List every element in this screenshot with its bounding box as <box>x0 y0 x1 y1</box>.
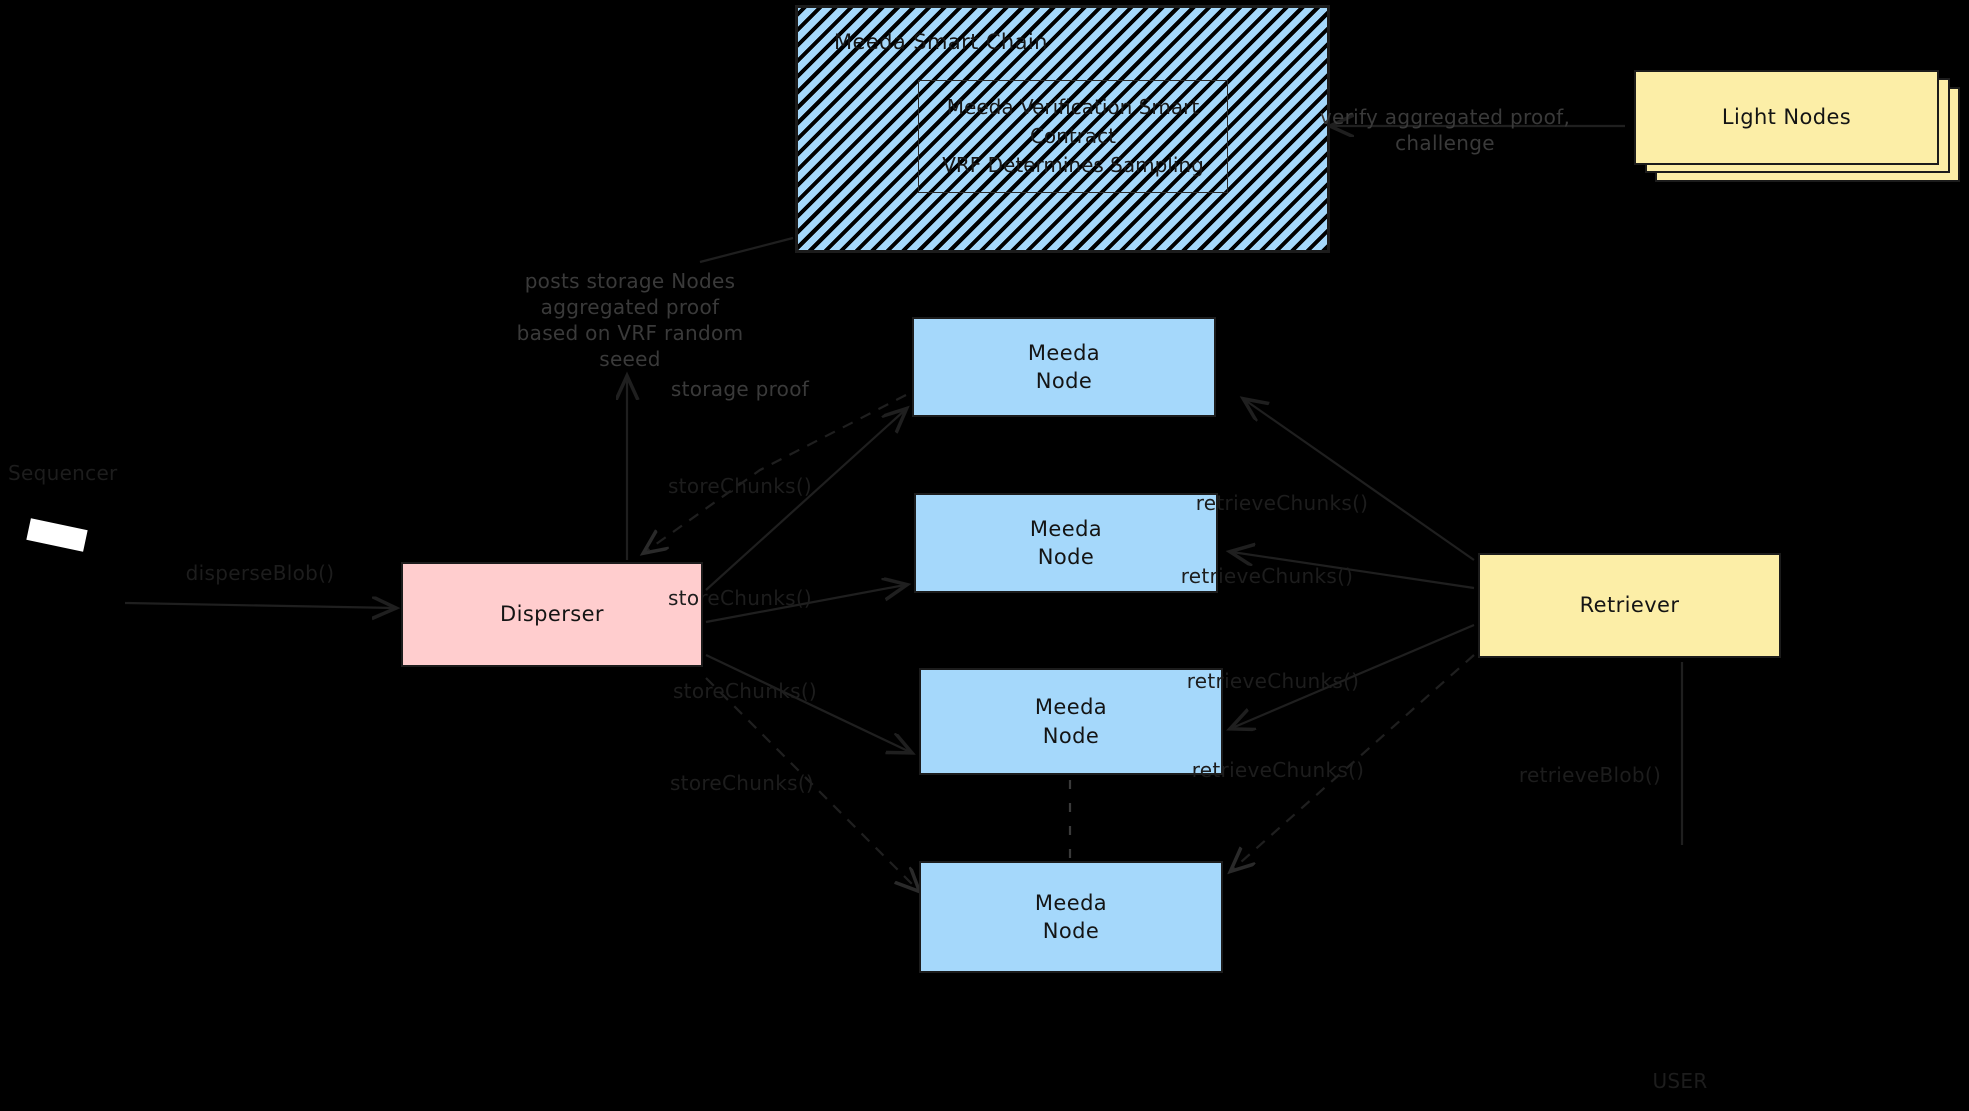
edge-store-chunks-4 <box>705 677 918 890</box>
edge-label-retrieve-chunks-3: retrieveChunks() <box>1186 669 1360 693</box>
meeda-smart-chain-box[interactable]: Meeda Smart Chain Meeda Verification Sma… <box>795 5 1330 253</box>
user-label: USER <box>1652 1069 1708 1093</box>
meeda-node-4[interactable]: Meeda Node <box>919 861 1223 973</box>
edge-chain-tail <box>699 236 794 264</box>
edge-disperse-blob <box>124 603 394 608</box>
meeda-node-3[interactable]: Meeda Node <box>919 668 1223 775</box>
meeda-node-3-label: Meeda Node <box>1034 695 1108 748</box>
contract-line-1: Meeda Verification Smart <box>946 95 1200 119</box>
edge-retrieve-chunks-4 <box>1232 654 1475 870</box>
meeda-node-1[interactable]: Meeda Node <box>912 317 1216 417</box>
edge-label-retrieve-chunks-2: retrieveChunks() <box>1180 564 1354 588</box>
edge-label-posts-proof: posts storage Nodes aggregated proof bas… <box>516 269 744 371</box>
edge-label-store-chunks-3: storeChunks() <box>672 679 818 703</box>
meeda-verification-contract-box[interactable]: Meeda Verification Smart Contract VRF De… <box>918 80 1228 193</box>
contract-line-2: Contract <box>1029 124 1117 148</box>
edge-store-chunks-1 <box>705 410 905 591</box>
meeda-node-2-label: Meeda Node <box>1029 516 1103 569</box>
light-nodes-box[interactable]: Light Nodes <box>1634 70 1939 165</box>
edge-retrieve-chunks-3 <box>1232 623 1475 728</box>
retriever-box[interactable]: Retriever <box>1478 553 1781 658</box>
edge-store-chunks-2 <box>705 585 905 624</box>
edge-label-disperse-blob: disperseBlob() <box>185 561 335 585</box>
edge-label-store-chunks-1: storeChunks() <box>667 474 813 498</box>
light-nodes-label: Light Nodes <box>1721 105 1852 130</box>
contract-line-3: VRF Determines Sampling <box>942 153 1204 177</box>
meeda-node-4-label: Meeda Node <box>1034 890 1108 943</box>
edge-retrieve-chunks-2 <box>1232 552 1475 590</box>
meeda-node-2[interactable]: Meeda Node <box>914 493 1218 593</box>
disperser-label: Disperser <box>500 602 604 627</box>
edge-label-retrieve-chunks-1: retrieveChunks() <box>1195 491 1369 515</box>
edge-retrieve-chunks-1 <box>1245 400 1475 561</box>
edge-label-storage-proof: storage proof <box>670 377 810 401</box>
edge-storage-proof <box>645 394 907 552</box>
edge-label-retrieve-chunks-4: retrieveChunks() <box>1191 758 1365 782</box>
meeda-node-1-label: Meeda Node <box>1027 340 1101 393</box>
edge-label-store-chunks-2: storeChunks() <box>667 586 813 610</box>
retriever-label: Retriever <box>1579 593 1680 618</box>
edge-store-chunks-3 <box>705 654 910 752</box>
edge-label-retrieve-blob: retrieveBlob() <box>1518 763 1662 787</box>
edge-label-verify-aggregated: verify aggregated proof, challenge <box>1319 105 1571 155</box>
edge-label-store-chunks-4: storeChunks() <box>669 771 815 795</box>
sequencer-label: Sequencer <box>8 461 118 485</box>
disperser-box[interactable]: Disperser <box>401 562 703 667</box>
hatch-pattern <box>798 8 1327 250</box>
meeda-smart-chain-title: Meeda Smart Chain <box>834 30 1048 54</box>
